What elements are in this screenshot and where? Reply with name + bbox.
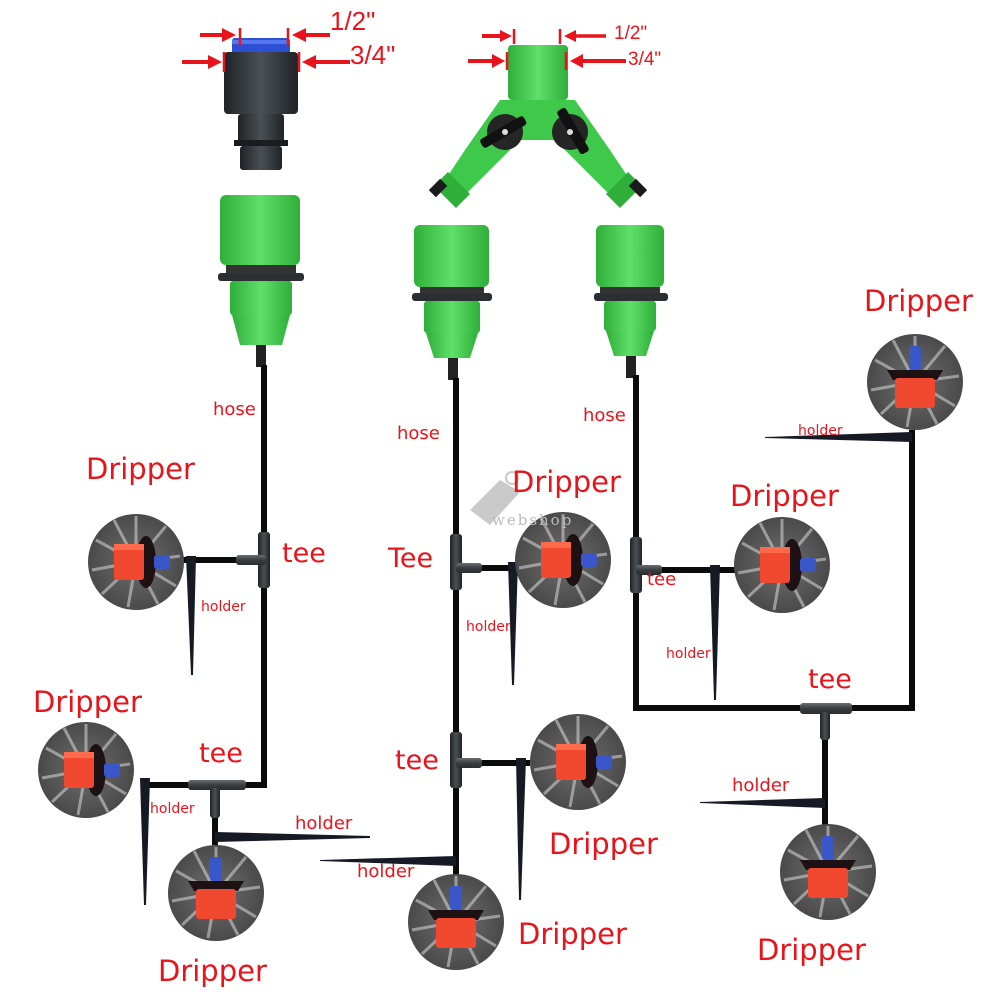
dripper-icon bbox=[168, 845, 264, 941]
holder-label: holder bbox=[150, 801, 195, 817]
tee-label: tee bbox=[647, 569, 677, 590]
tee-label: tee bbox=[199, 738, 243, 769]
dripper-icon bbox=[867, 334, 963, 430]
tee-connector-icon bbox=[630, 537, 662, 593]
holder-label: holder bbox=[201, 599, 246, 615]
dripper-label: Dripper bbox=[33, 685, 142, 719]
dripper-icon bbox=[88, 514, 184, 610]
dripper-icon bbox=[408, 874, 504, 970]
tee-label: tee bbox=[395, 745, 439, 776]
dripper-label: Dripper bbox=[549, 827, 658, 861]
holder-label: holder bbox=[295, 813, 353, 834]
dripper-label: Dripper bbox=[518, 917, 627, 951]
tee-connector-icon bbox=[800, 703, 852, 740]
dripper-label: Dripper bbox=[730, 479, 839, 513]
quick-connector-icon bbox=[412, 225, 492, 380]
dripper-icon bbox=[780, 824, 876, 920]
holder-label: holder bbox=[357, 861, 415, 882]
tee-connector-icon bbox=[450, 732, 482, 788]
faucet-adapter-icon bbox=[224, 38, 298, 170]
tee-label: tee bbox=[808, 664, 852, 695]
dimension-outer-right: 3/4" bbox=[628, 49, 662, 70]
quick-connector-icon bbox=[594, 225, 668, 378]
hose-label: hose bbox=[213, 399, 256, 420]
quick-connector-icon bbox=[218, 195, 304, 367]
dripper-label: Dripper bbox=[757, 933, 866, 967]
dripper-label: Dripper bbox=[512, 465, 621, 499]
holder-label: holder bbox=[666, 646, 711, 662]
hose-label: hose bbox=[397, 423, 440, 444]
tee-label: tee bbox=[282, 538, 326, 569]
holder-label: holder bbox=[732, 775, 790, 796]
holder-label: holder bbox=[466, 619, 511, 635]
dimension-arrows-right bbox=[468, 29, 626, 70]
tee-connector-icon bbox=[236, 532, 270, 588]
dripper-icon bbox=[530, 714, 626, 810]
hose-label: hose bbox=[583, 405, 626, 426]
tee-connector-icon bbox=[188, 780, 246, 818]
dimension-inner-right: 1/2" bbox=[614, 23, 648, 44]
holder-stake-icon bbox=[140, 432, 912, 905]
dimension-inner-left: 1/2" bbox=[330, 6, 376, 36]
dimension-outer-left: 3/4" bbox=[350, 40, 396, 70]
dripper-icon bbox=[38, 722, 134, 818]
dripper-label: Dripper bbox=[86, 452, 195, 486]
y-splitter-valve-icon bbox=[428, 45, 648, 208]
tee-connector-icon bbox=[450, 534, 482, 590]
watermark-text: webshop bbox=[492, 511, 574, 529]
shop-tag-watermark-icon bbox=[470, 471, 520, 525]
tee-label: Tee bbox=[388, 543, 434, 574]
holder-label: holder bbox=[798, 423, 843, 439]
dripper-label: Dripper bbox=[158, 954, 267, 988]
dimension-arrows-left bbox=[182, 28, 350, 72]
dripper-label: Dripper bbox=[864, 284, 973, 318]
dripper-icon bbox=[734, 517, 830, 613]
